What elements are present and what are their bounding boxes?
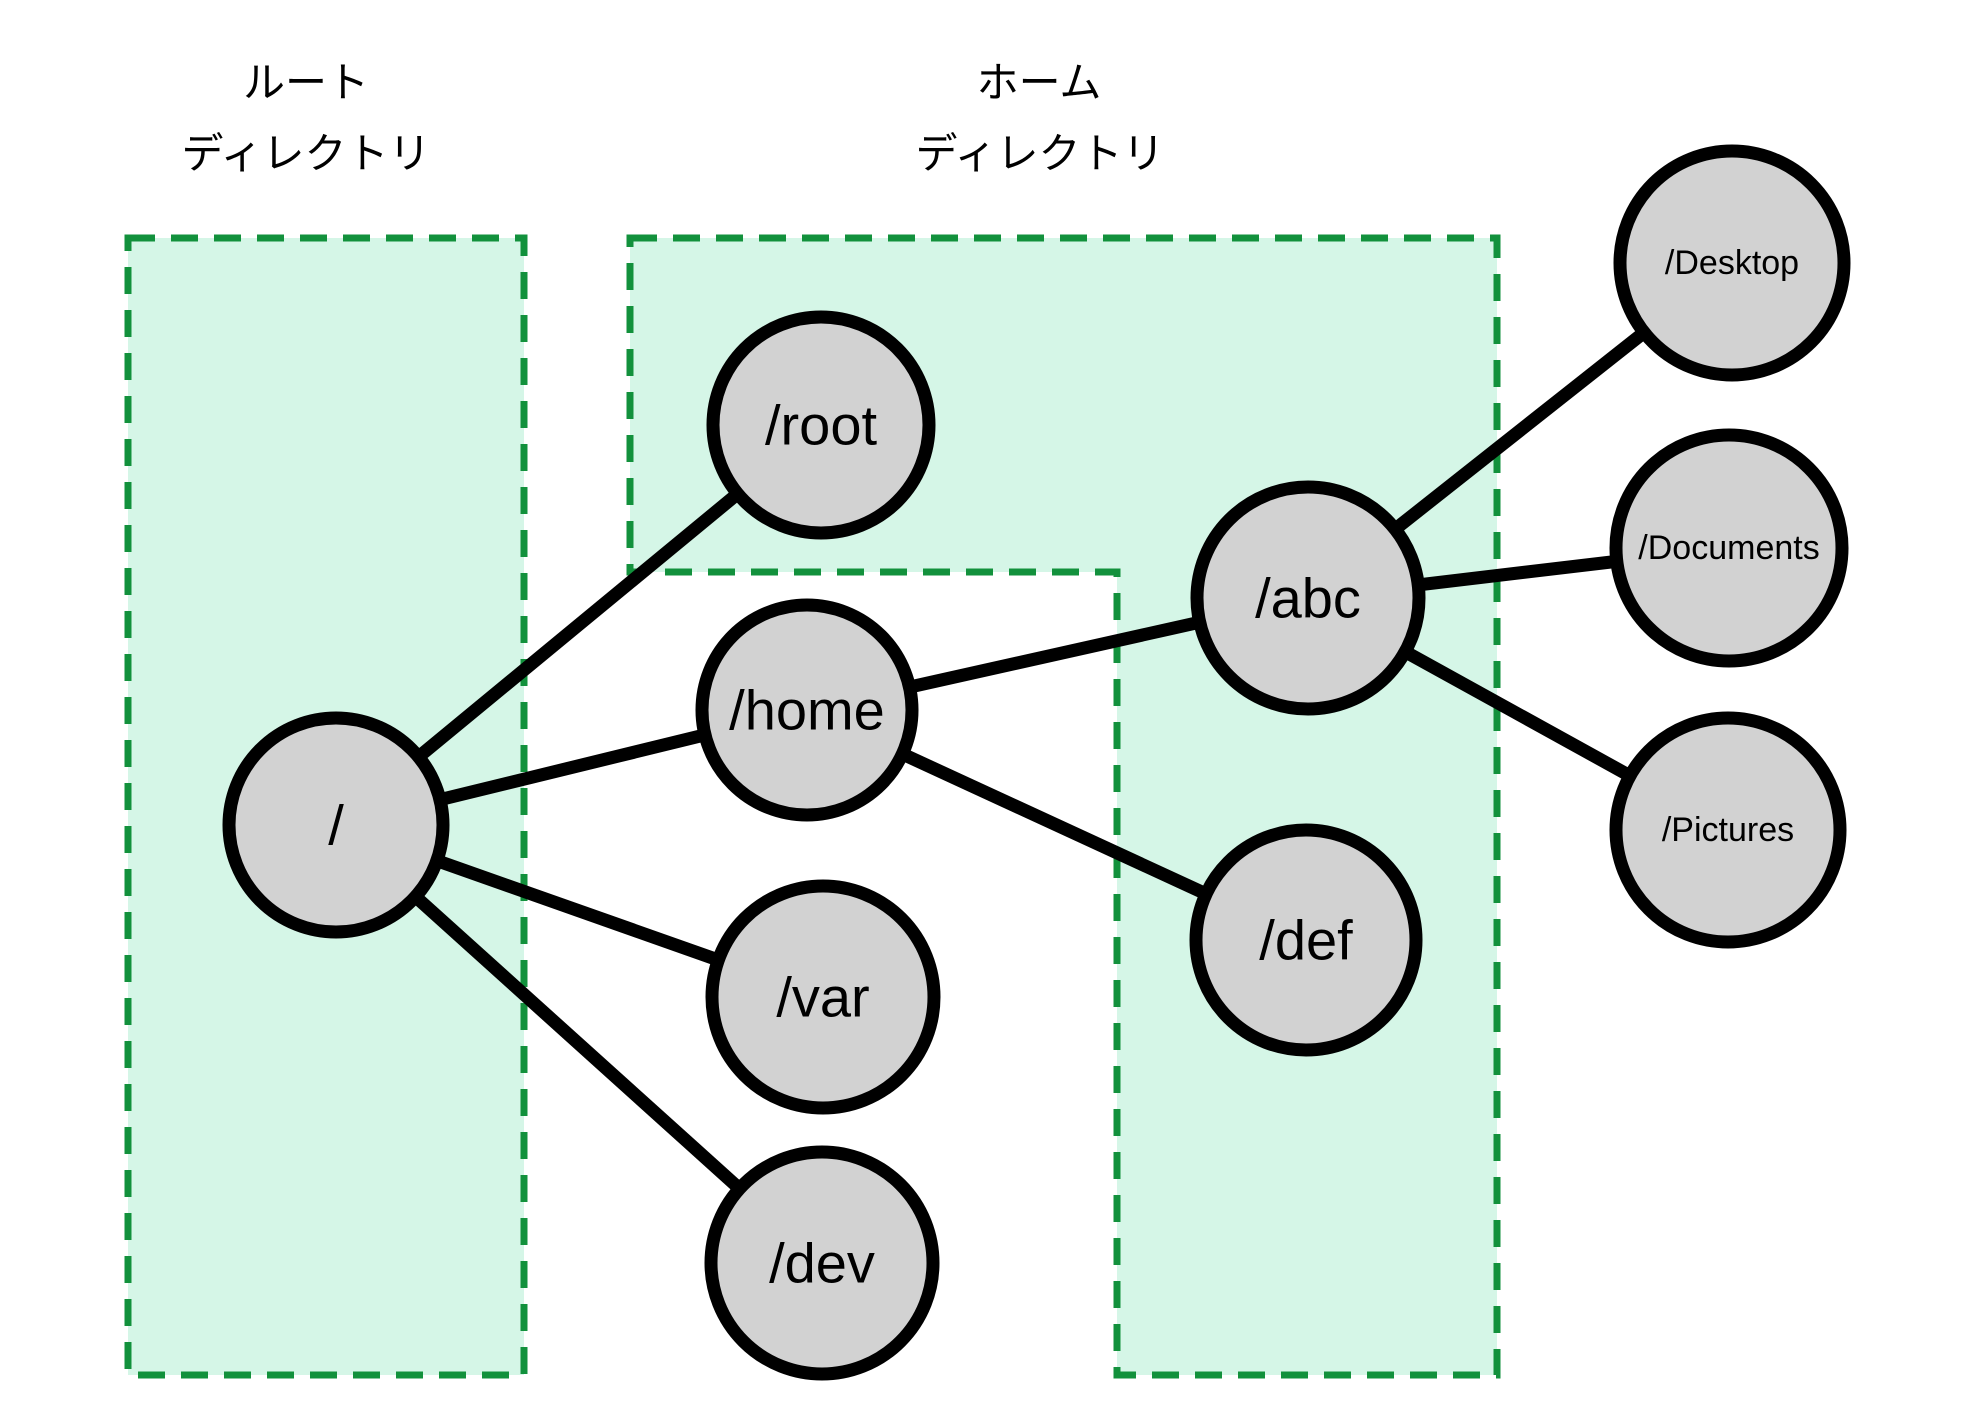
node-desktop-circle xyxy=(1613,144,1851,382)
root-directory-label-line1: ルート xyxy=(243,59,369,106)
node-desktop: /Desktop xyxy=(1613,144,1851,382)
node-abc: /abc xyxy=(1190,480,1426,716)
node-pictures-circle xyxy=(1609,711,1847,949)
node-dev-label: /dev xyxy=(769,1232,875,1295)
root-directory-label-line2: ディレクトリ xyxy=(181,130,430,177)
node-def: /def xyxy=(1189,823,1423,1057)
node-var: /var xyxy=(705,879,941,1115)
node-root-circle xyxy=(222,711,450,939)
node-dev-circle xyxy=(704,1145,940,1381)
node-root-dir-circle xyxy=(706,310,936,540)
node-abc-circle xyxy=(1190,480,1426,716)
node-root: / xyxy=(222,711,450,939)
node-documents-label: /Documents xyxy=(1638,529,1819,567)
home-directory-label-line1: ホーム xyxy=(977,59,1102,106)
node-pictures-label: /Pictures xyxy=(1662,811,1794,849)
node-var-circle xyxy=(705,879,941,1115)
node-def-circle xyxy=(1189,823,1423,1057)
node-home-label: /home xyxy=(729,679,885,742)
node-root-dir: /root xyxy=(706,310,936,540)
node-def-label: /def xyxy=(1259,909,1353,972)
node-dev: /dev xyxy=(704,1145,940,1381)
home-directory-label-line2: ディレクトリ xyxy=(915,130,1164,177)
node-home: /home xyxy=(695,598,919,822)
node-documents: /Documents xyxy=(1609,428,1849,668)
node-var-label: /var xyxy=(776,966,869,1029)
node-home-circle xyxy=(695,598,919,822)
node-root-label: / xyxy=(328,794,344,857)
node-documents-circle xyxy=(1609,428,1849,668)
node-desktop-label: /Desktop xyxy=(1665,244,1799,282)
node-abc-label: /abc xyxy=(1255,567,1361,630)
node-root-dir-label: /root xyxy=(765,394,877,457)
node-pictures: /Pictures xyxy=(1609,711,1847,949)
